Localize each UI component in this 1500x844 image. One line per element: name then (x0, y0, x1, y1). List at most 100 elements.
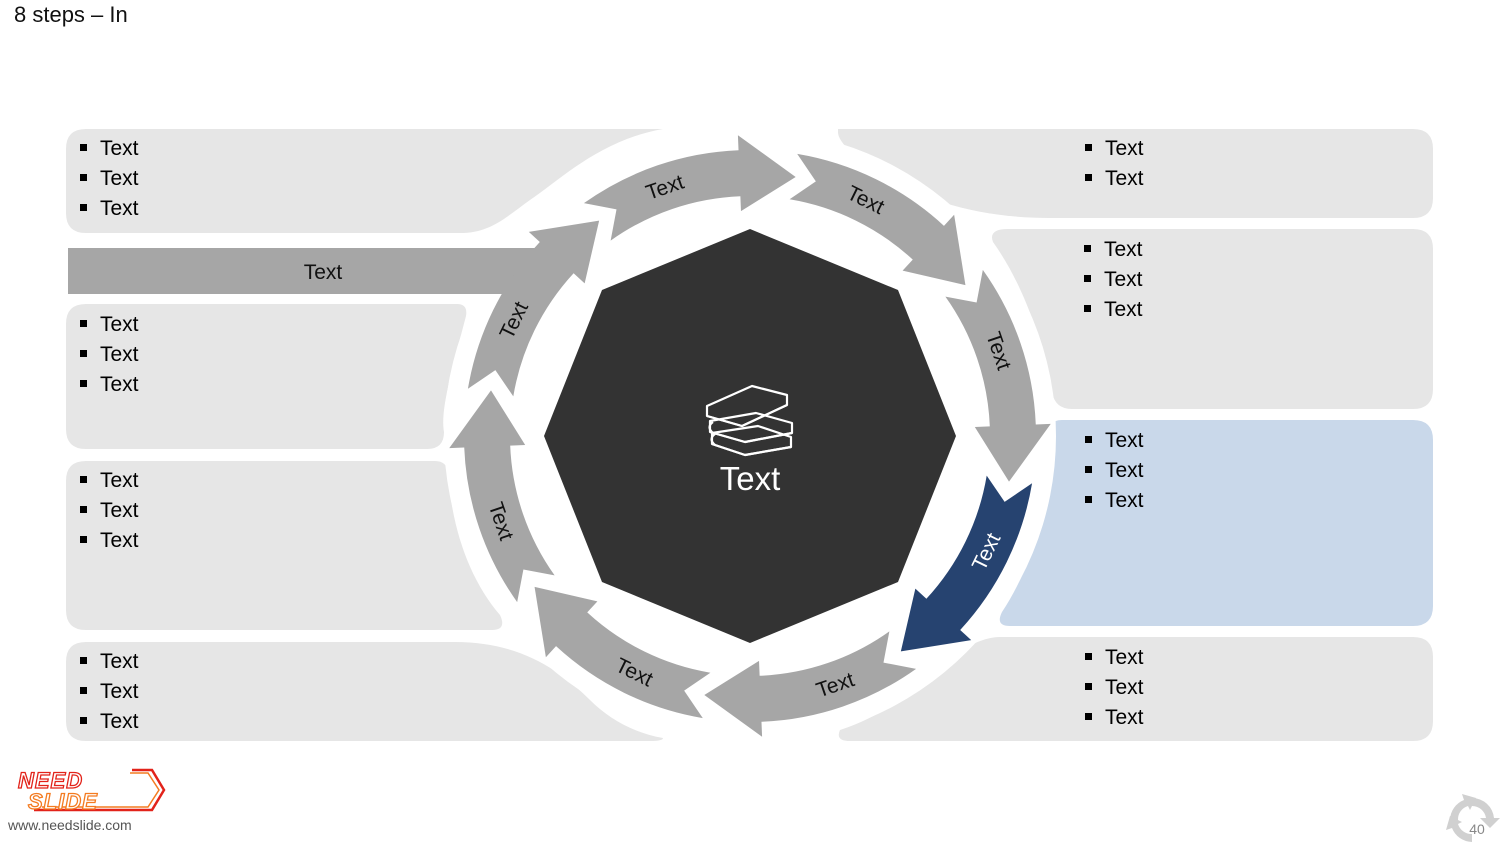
bullet-text: Text (100, 167, 139, 190)
bullet-text: Text (100, 343, 139, 366)
bullet-item: Text (1085, 134, 1144, 164)
bullet-item: Text (80, 677, 139, 707)
bullet-item: Text (80, 707, 139, 737)
bullet-item: Text (80, 340, 139, 370)
bullet-square-icon (1084, 304, 1091, 312)
bullet-square-icon (80, 319, 87, 327)
ring-segment-arrow-3[interactable] (945, 269, 1051, 482)
bullet-square-icon (80, 535, 87, 543)
bullet-square-icon (1085, 173, 1092, 181)
bullet-text: Text (1105, 137, 1144, 160)
bullet-square-icon (1085, 465, 1092, 473)
bullet-text: Text (100, 650, 139, 673)
bullet-text: Text (100, 710, 139, 733)
bullet-text: Text (1105, 706, 1144, 729)
logo-word-need: NEED (18, 768, 83, 793)
bullet-text: Text (100, 499, 139, 522)
bullet-item: Text (1085, 486, 1144, 516)
ring-segment-arrow-1[interactable] (583, 135, 796, 241)
bullet-item: Text (80, 310, 139, 340)
books-icon (705, 384, 794, 457)
bullet-item: Text (80, 164, 139, 194)
bullet-item: Text (1085, 456, 1144, 486)
bullet-item: Text (80, 526, 139, 556)
bullet-item: Text (1085, 673, 1144, 703)
bullet-text: Text (1105, 676, 1144, 699)
bullet-text: Text (1104, 298, 1143, 321)
bullet-item: Text (80, 370, 139, 400)
right-panel-3-highlighted (999, 420, 1433, 626)
bullet-square-icon (1085, 712, 1092, 720)
left-panel-1 (66, 129, 663, 233)
bullet-item: Text (1085, 703, 1144, 733)
logo-word-slide: SLIDE (28, 789, 98, 814)
cycle-arrows-icon (1446, 794, 1500, 842)
bullet-square-icon (1085, 652, 1092, 660)
bullet-text: Text (1105, 167, 1144, 190)
bullet-item: Text (1084, 235, 1143, 265)
footer-url[interactable]: www.needslide.com (8, 817, 132, 833)
bullet-square-icon (80, 656, 87, 664)
bullet-square-icon (1084, 244, 1091, 252)
center-hexagon (544, 229, 956, 643)
bullet-text: Text (1104, 238, 1143, 261)
bullet-text: Text (1105, 646, 1144, 669)
left-panel-4 (66, 642, 663, 741)
right-panel-4 (838, 637, 1433, 741)
bullet-square-icon (1085, 435, 1092, 443)
ring-segment-arrow-4[interactable] (900, 475, 1033, 652)
bullet-square-icon (80, 173, 87, 181)
page-number: 40 (1469, 821, 1485, 837)
ring-segment-arrow-2[interactable] (789, 153, 966, 286)
ring-segment-arrow-6[interactable] (534, 586, 711, 719)
bullet-text: Text (1105, 429, 1144, 452)
bullet-text: Text (1105, 489, 1144, 512)
bullet-item: Text (80, 647, 139, 677)
bullet-item: Text (80, 466, 139, 496)
left-panel-3 (66, 461, 503, 630)
bullet-text: Text (100, 680, 139, 703)
needslide-logo[interactable]: NEED SLIDE (14, 768, 166, 814)
bullet-text: Text (100, 313, 139, 336)
input-arrow[interactable]: Text (68, 232, 581, 295)
bullet-item: Text (1084, 295, 1143, 325)
bullet-square-icon (80, 716, 87, 724)
bullet-text: Text (1104, 268, 1143, 291)
bullet-square-icon (80, 379, 87, 387)
bullet-square-icon (80, 203, 87, 211)
bullet-item: Text (80, 496, 139, 526)
bullet-square-icon (1085, 682, 1092, 690)
bullet-square-icon (1084, 274, 1091, 282)
bullet-text: Text (100, 469, 139, 492)
bullet-text: Text (1105, 459, 1144, 482)
bullet-item: Text (1085, 643, 1144, 673)
bullet-square-icon (80, 349, 87, 357)
ring-segment-arrow-7[interactable] (449, 390, 555, 603)
bullet-item: Text (1085, 426, 1144, 456)
ring-segment-arrow-8[interactable] (467, 220, 600, 397)
bullet-square-icon (80, 505, 87, 513)
bullet-square-icon (80, 475, 87, 483)
center-label: Text (720, 460, 781, 497)
bullet-text: Text (100, 529, 139, 552)
bullet-square-icon (80, 686, 87, 694)
slide-title: 8 steps – In (14, 2, 128, 27)
bullet-text: Text (100, 373, 139, 396)
bullet-text: Text (100, 197, 139, 220)
ring-segment-arrow-5[interactable] (704, 631, 917, 737)
bullet-item: Text (80, 134, 139, 164)
bullet-item: Text (1085, 164, 1144, 194)
bullet-square-icon (1085, 143, 1092, 151)
bullet-text: Text (100, 137, 139, 160)
